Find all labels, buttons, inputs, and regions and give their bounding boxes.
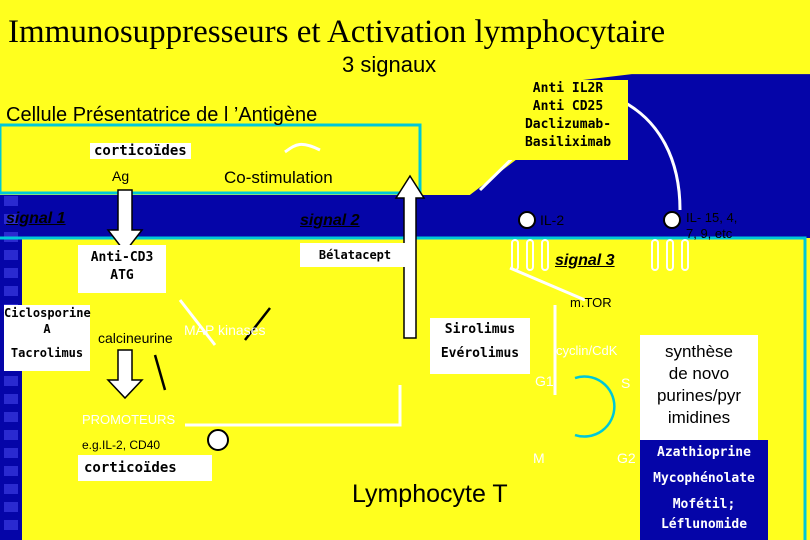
synthese-line1: synthèse	[664, 342, 734, 361]
anti-il2r-box: Anti IL2R Anti CD25 Daclizumab- Basilixi…	[508, 80, 628, 160]
promoteurs-label: PROMOTEURS	[82, 412, 176, 427]
map-kinases-label: MAP kinases	[184, 322, 266, 338]
sirolimus-line: Sirolimus	[444, 322, 516, 337]
egil2-label: e.g.IL-2, CD40	[82, 438, 161, 452]
promoter-arrow	[106, 349, 144, 400]
page-subtitle: 3 signaux	[342, 52, 437, 77]
ciclosporine-line: Ciclosporine	[4, 306, 91, 320]
apc-label: Cellule Présentatrice de l ’Antigène	[6, 104, 318, 126]
map-black-line	[244, 307, 271, 341]
atg-line: ATG	[110, 268, 134, 283]
basiliximab-line: Basiliximab	[524, 135, 612, 150]
daclizumab-line: Daclizumab-	[524, 117, 612, 132]
mtor-inhibitors-box: Sirolimus Evérolimus	[430, 318, 530, 374]
azathioprine-line: Azathioprine	[657, 445, 751, 460]
mtor-label: m.TOR	[570, 295, 612, 310]
cyclin-label: cyclin/CdK	[556, 343, 618, 358]
page-title: Immunosuppresseurs et Activation lymphoc…	[8, 14, 666, 50]
costim-curve	[284, 142, 321, 154]
everolimus-line: Evérolimus	[440, 346, 520, 361]
anti-cd25-line: Anti CD25	[532, 99, 604, 114]
corticoides-top: corticoïdes	[90, 143, 191, 159]
signal1-arrow	[106, 189, 144, 254]
mycophenolate-line: Mycophénolate	[653, 471, 755, 486]
synthese-line4: imidines	[667, 408, 731, 427]
anti-cd3-box: Anti-CD3 ATG	[78, 245, 166, 293]
calcineurin-line	[153, 354, 167, 391]
lymphocyte-label: Lymphocyte T	[352, 480, 508, 508]
anti-cd3-line: Anti-CD3	[90, 250, 154, 265]
signal3-line	[509, 266, 586, 302]
apc-membrane-outline	[0, 123, 422, 195]
leflunomide-line: Léflunomide	[660, 517, 748, 532]
il-others-line2: 7, 9, etc	[686, 226, 733, 241]
anti-il2r-line: Anti IL2R	[532, 81, 604, 96]
il-receptor-head	[663, 211, 681, 229]
signal3-label: signal 3	[555, 252, 615, 269]
g1-label: G1	[535, 373, 554, 389]
costim-label: Co-stimulation	[224, 168, 333, 187]
il2-label: IL-2	[540, 212, 565, 228]
nucleus-dot	[207, 429, 229, 451]
s-label: S	[621, 375, 631, 391]
calcineurin-inhibitors-box: Ciclosporine A Tacrolimus	[4, 305, 91, 371]
synthese-box: synthèse de novo purines/pyr imidines	[640, 335, 758, 446]
il2-curve-right	[619, 98, 682, 211]
ag-label: Ag	[112, 168, 130, 184]
belatacept-box: Bélatacept	[300, 243, 410, 267]
signal1-label: signal 1	[6, 210, 66, 227]
cell-cycle-arc	[574, 375, 616, 438]
synthese-line3: purines/pyr	[656, 386, 742, 405]
lymphocyte-membrane-outline	[0, 236, 807, 540]
signal2-to-promoter-line	[185, 385, 402, 427]
ciclosporine-a-line: A	[43, 322, 51, 336]
corticoides-bottom-box: corticoïdes	[78, 455, 212, 481]
il-others-label: IL- 15, 4, 7, 9, etc	[686, 210, 737, 242]
calcineurine-label: calcineurine	[98, 330, 173, 346]
il-others-line1: IL- 15, 4,	[686, 210, 738, 225]
antimetabolite-drugs-box: Azathioprine Mycophénolate Mofétil; Léfl…	[640, 440, 768, 540]
signal2-label: signal 2	[300, 212, 360, 229]
m-label: M	[533, 450, 545, 466]
g2-label: G2	[617, 450, 636, 466]
synthese-line2: de novo	[668, 364, 730, 383]
costim-arrow-up	[394, 174, 426, 339]
tacrolimus-line: Tacrolimus	[10, 346, 84, 360]
il2-receptor-head	[518, 211, 536, 229]
mofetil-line: Mofétil;	[672, 497, 736, 512]
map-line	[178, 299, 217, 346]
